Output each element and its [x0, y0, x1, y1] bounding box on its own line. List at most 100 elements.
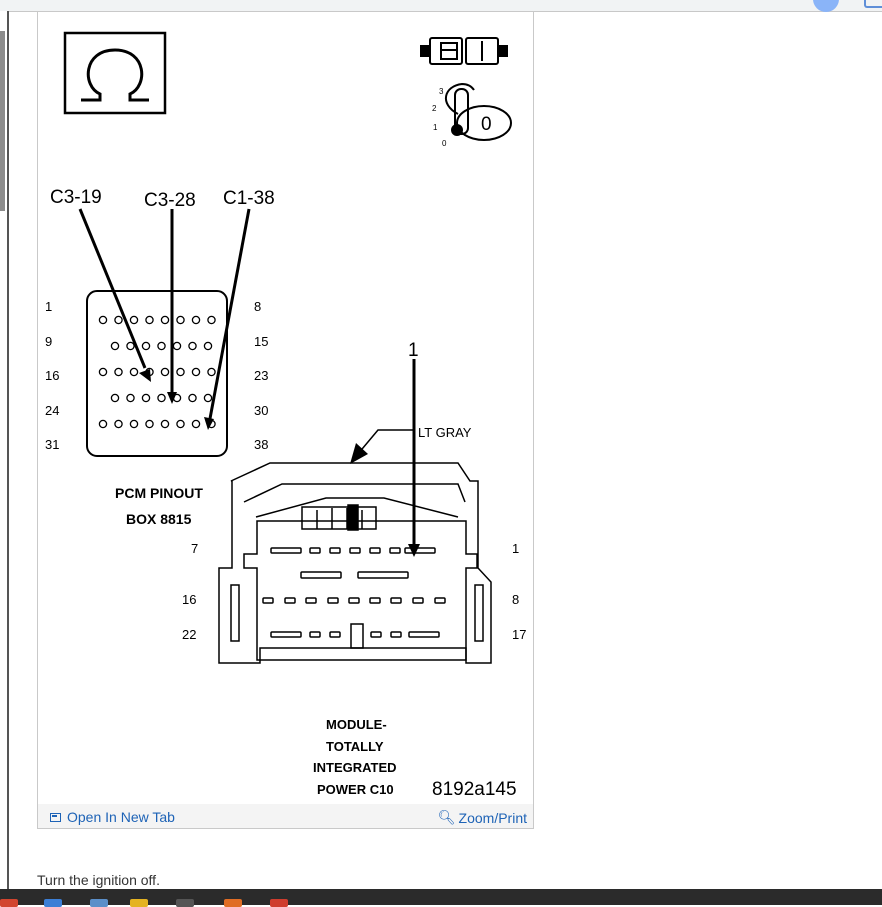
pcm-pin [157, 393, 166, 403]
zoom-icon: 🔍︎ [437, 809, 456, 825]
pcm-pin [129, 419, 139, 429]
key-position-3: 3 [439, 87, 444, 96]
conn-pin-1: 1 [512, 541, 519, 556]
module-pin-slot [284, 597, 296, 604]
pcm-pin [114, 315, 123, 325]
zoom-print-link[interactable]: 🔍︎ Zoom/Print [438, 809, 527, 826]
module-pin-slot [349, 547, 361, 554]
pcm-pin [145, 315, 154, 325]
pcm-pin [98, 419, 108, 429]
label-c3-28: C3-28 [144, 190, 196, 211]
pcm-pin [191, 315, 201, 325]
pcm-pin [207, 367, 216, 377]
pcm-pin [141, 341, 151, 351]
module-pin-slot [369, 597, 381, 604]
pcm-pin [172, 341, 182, 351]
conn-pin-17: 17 [512, 627, 526, 642]
pcm-pin [141, 393, 151, 403]
pcm-pin [203, 393, 213, 403]
pin-number-16: 16 [45, 368, 59, 383]
open-in-new-tab-link[interactable]: Open In New Tab [50, 809, 175, 825]
pcm-pin [98, 367, 108, 377]
module-pin-slot [357, 571, 409, 579]
module-pin-slot [270, 547, 302, 554]
figure-footer: Open In New Tab 🔍︎ Zoom/Print [38, 804, 533, 828]
pcm-pin [126, 393, 135, 403]
taskbar-app-icon[interactable] [176, 899, 194, 907]
module-label-line2: TOTALLY [326, 739, 384, 754]
pin-number-31: 31 [45, 437, 59, 452]
conn-pin-16: 16 [182, 592, 196, 607]
pin-number-8: 8 [254, 299, 261, 314]
os-taskbar [0, 889, 882, 907]
module-pin-slot [390, 597, 402, 604]
pcm-pin [145, 419, 154, 429]
taskbar-app-icon[interactable] [270, 899, 288, 907]
module-pin-slot [329, 547, 341, 554]
module-pin-slot [327, 597, 339, 604]
taskbar-app-icon[interactable] [0, 899, 18, 907]
module-pin-slot [369, 547, 381, 554]
pin-number-30: 30 [254, 403, 268, 418]
module-connector [218, 462, 492, 664]
new-tab-icon [50, 812, 61, 822]
wire-color-label: LT GRAY [418, 425, 472, 440]
pcm-pin [114, 367, 123, 377]
label-c1-38: C1-38 [223, 188, 275, 209]
pcm-pin [160, 315, 170, 325]
pin-number-23: 23 [254, 368, 268, 383]
conn-pin-7: 7 [191, 541, 198, 556]
left-scroll-edge [0, 11, 9, 889]
pin-number-24: 24 [45, 403, 59, 418]
pcm-pin [160, 367, 170, 377]
taskbar-app-icon[interactable] [130, 899, 148, 907]
pcm-pin [126, 341, 135, 351]
module-pin-slot [329, 631, 341, 638]
module-label-line1: MODULE- [326, 717, 387, 732]
pin-callout-1: 1 [408, 340, 419, 361]
scrollbar-thumb[interactable] [0, 31, 5, 211]
module-label-line3: INTEGRATED [313, 760, 397, 775]
taskbar-app-icon[interactable] [44, 899, 62, 907]
module-pin-slot [270, 631, 302, 638]
key-position-2: 2 [432, 104, 437, 113]
pcm-pin [176, 419, 185, 429]
zoom-print-label: Zoom/Print [458, 809, 527, 826]
pin-number-15: 15 [254, 334, 268, 349]
taskbar-app-icon[interactable] [90, 899, 108, 907]
taskbar-app-icon[interactable] [224, 899, 242, 907]
key-position-1: 1 [433, 123, 438, 132]
conn-pin-8: 8 [512, 592, 519, 607]
module-pin-slot [404, 547, 436, 554]
menu-icon[interactable] [864, 0, 882, 8]
module-pin-slot [309, 631, 321, 638]
pcm-pin [110, 393, 120, 403]
pcm-pin [157, 341, 166, 351]
module-pin-slot [434, 597, 446, 604]
pcm-pinout-label: PCM PINOUT [115, 485, 203, 501]
key-position-0: 0 [442, 139, 447, 148]
pcm-pin [188, 341, 197, 351]
pin-number-38: 38 [254, 437, 268, 452]
profile-avatar[interactable] [813, 0, 839, 12]
pin-number-9: 9 [45, 334, 52, 349]
module-pin-slot [390, 631, 402, 638]
ohmmeter-icon [63, 31, 167, 115]
pcm-pin [188, 393, 197, 403]
key-value: 0 [481, 114, 492, 135]
ignition-key-icon [445, 82, 512, 141]
module-label-line4: POWER C10 [317, 782, 394, 797]
module-pin-slot [300, 571, 342, 579]
module-pin-slot [262, 597, 274, 604]
module-pin-slot [408, 631, 440, 638]
pcm-pin [160, 419, 170, 429]
pcm-pin [203, 341, 213, 351]
wiring-diagram-figure: C3-19 C3-28 C1-38 1 9 16 24 31 8 15 23 3… [37, 11, 534, 829]
label-c3-19: C3-19 [50, 187, 102, 208]
pin-number-1: 1 [45, 299, 52, 314]
connector-plug-icon [420, 37, 508, 65]
pcm-box-label: BOX 8815 [126, 511, 192, 527]
pcm-pinout-connector [86, 290, 228, 457]
pcm-pin [129, 367, 139, 377]
diagram-canvas: C3-19 C3-28 C1-38 1 9 16 24 31 8 15 23 3… [45, 31, 526, 800]
